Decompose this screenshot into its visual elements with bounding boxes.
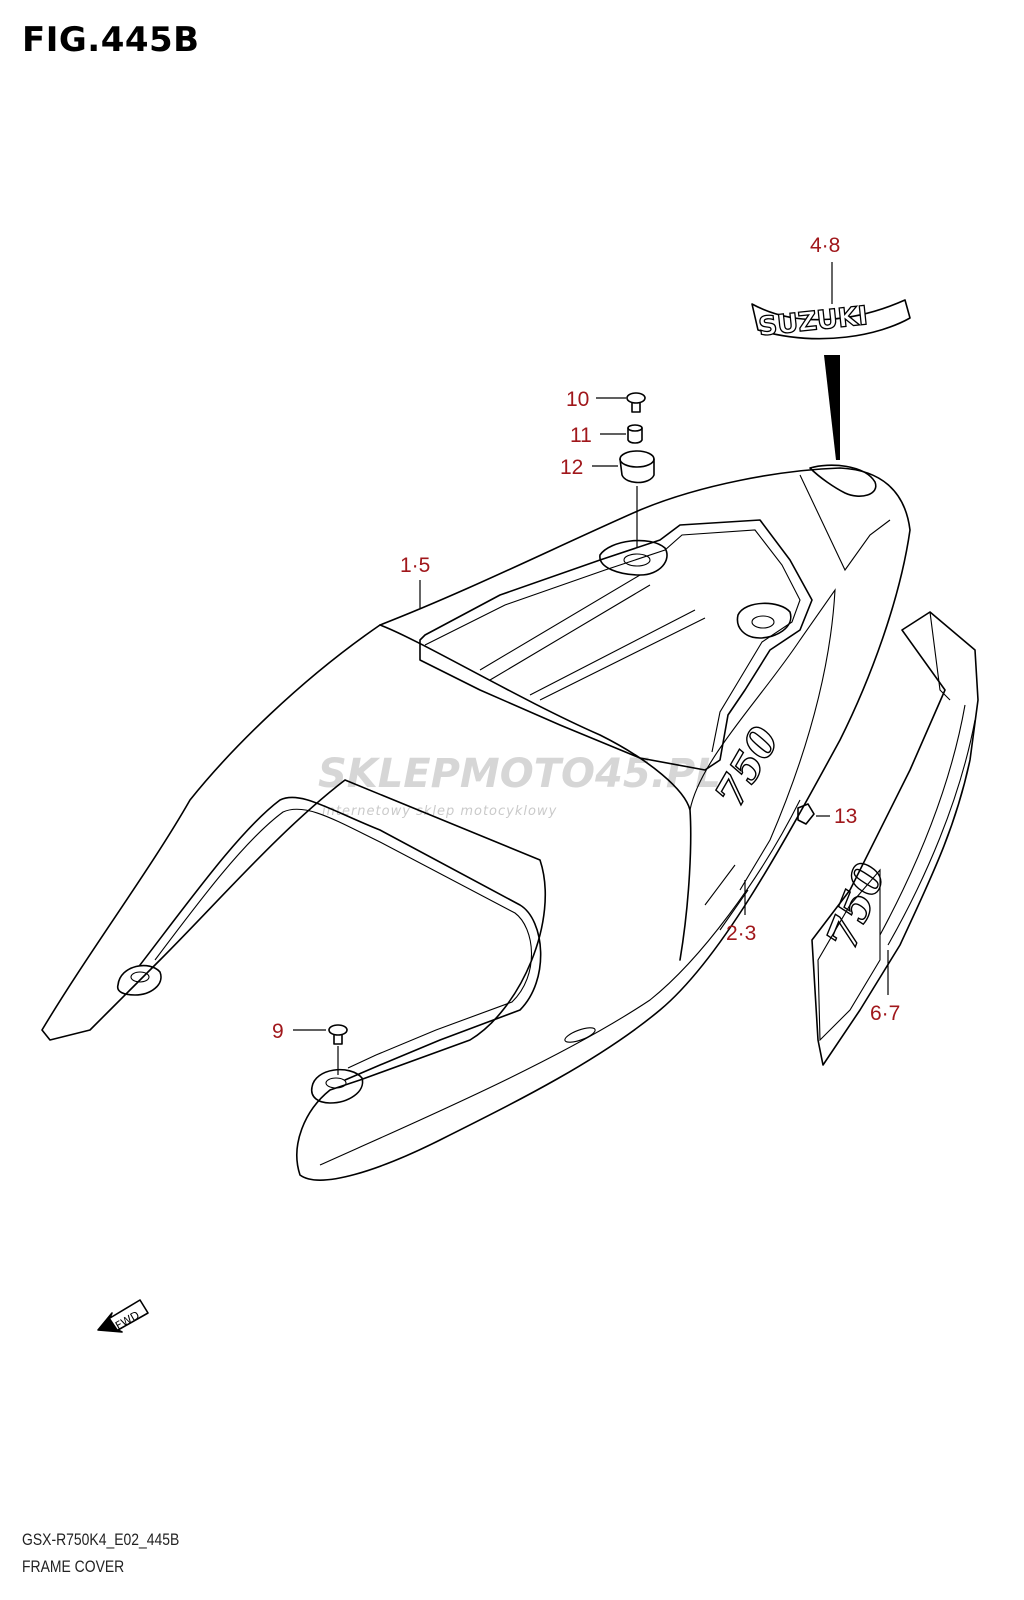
seat-opening-inner [424,529,801,753]
callout-4-8: 4·8 [810,234,840,257]
nut-13-body [797,803,815,825]
screw-9-shank [333,1034,343,1045]
shell-side-panel [689,588,836,891]
cross-rail-2 [529,609,706,701]
mount-boss-lower [310,1068,364,1104]
grommet-12-top [619,450,655,468]
figure-title: FIG.445B [22,20,200,60]
cross-rail-1 [479,574,651,681]
tail-cover-lower-line [319,799,801,1166]
fwd-arrow-shape [97,1299,149,1333]
watermark-tagline: internetowy sklep motocyklowy [322,804,557,819]
side-panel-outline [811,611,979,1066]
screw-10-head [626,392,646,404]
emblem-pointer [824,355,840,460]
fwd-label: FWD [113,1309,142,1333]
callout-12: 12 [560,456,583,479]
nut-13 [797,803,815,825]
tail-end-cap [809,464,877,497]
watermark-brand: SKLEPMOTO45.PL [318,751,721,797]
watermark: SKLEPMOTO45.PL internetowy sklep motocyk… [318,751,721,819]
collar-11-body [627,427,643,444]
collar-11 [627,424,643,444]
suzuki-emblem-plate [751,299,911,340]
shell-side-panel-stripe [704,864,749,931]
callout-11: 11 [570,424,592,447]
panel-emblem-plate [817,868,881,1042]
fwd-arrow: FWD [97,1299,149,1333]
mount-hole-lower [325,1077,347,1089]
side-panel-edge [929,611,951,701]
callout-9: 9 [272,1020,284,1043]
tail-cover-outline [41,467,911,1181]
u-frame-inner [154,808,532,1069]
callout-1-5: 1·5 [400,554,430,577]
fwd-arrow-head [98,1313,122,1332]
screw-9-head [328,1024,348,1036]
callout-2-3: 2·3 [726,922,756,945]
grommet-12-body [619,458,655,484]
suzuki-emblem: SUZUKI [751,299,911,460]
figure-name: FRAME COVER [22,1557,125,1576]
mount-boss-left [116,964,162,996]
screw-10 [626,392,646,413]
mount-hole-rear [751,615,775,629]
leader-lines [293,262,889,1031]
side-slot [564,1027,596,1043]
tail-cover-top-rim [379,624,692,961]
screw-10-shank [631,402,641,413]
screw-9 [328,1024,348,1075]
collar-11-top [627,424,643,432]
side-panel: 750 [811,611,979,1066]
mount-boss-top [599,539,668,576]
mount-hole-top [623,553,651,567]
callout-10: 10 [566,388,589,411]
tail-end-ridge [799,474,891,572]
grommet-12 [619,450,655,548]
side-panel-stripe-1 [879,704,966,936]
mount-boss-rear [736,602,792,639]
callout-13: 13 [834,805,857,828]
figure-code: GSX-R750K4_E02_445B [22,1530,180,1549]
mount-hole-left [130,971,150,983]
seat-opening [419,519,813,771]
u-frame-opening [139,796,542,1081]
callouts: 4·8 10 11 12 1·5 2·3 13 6·7 9 [272,234,900,1043]
callout-6-7: 6·7 [870,1002,900,1025]
seat-tail-cover: 750 [41,464,911,1181]
side-panel-stripe-2 [887,719,976,946]
